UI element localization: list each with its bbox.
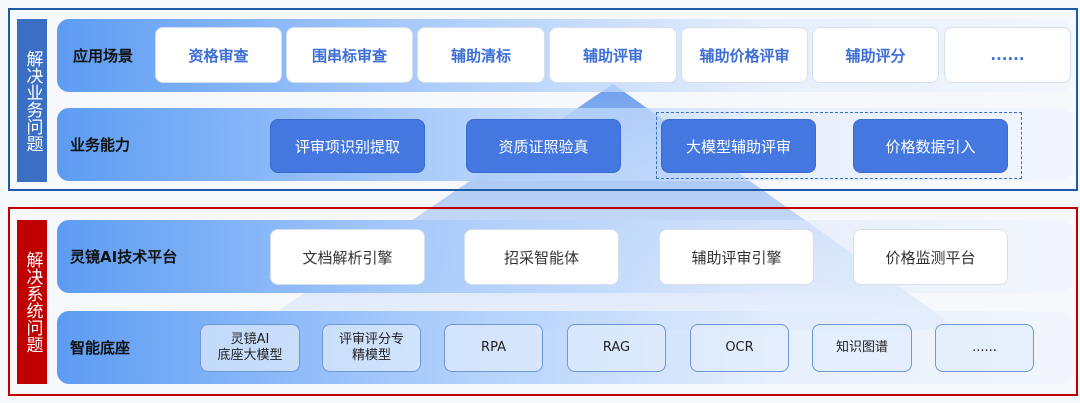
business-problems-frame	[8, 8, 1078, 191]
row-label: 业务能力	[70, 136, 131, 154]
capability-item[interactable]: 资质证照验真	[466, 119, 621, 173]
base-item[interactable]: OCR	[690, 324, 789, 372]
scenario-item[interactable]: 辅助评分	[812, 27, 939, 83]
base-item[interactable]: RAG	[567, 324, 666, 372]
system-problems-frame	[8, 207, 1078, 396]
scenario-item[interactable]: 辅助价格评审	[681, 27, 808, 83]
scenario-item[interactable]: ......	[944, 27, 1071, 83]
system-problems-label: 解决系统问题	[17, 220, 47, 384]
business-problems-label: 解决业务问题	[17, 19, 47, 182]
highlight-dashed-box	[656, 112, 1022, 179]
scenario-item[interactable]: 资格审查	[155, 27, 282, 83]
base-item[interactable]: RPA	[444, 324, 543, 372]
platform-item[interactable]: 文档解析引擎	[270, 229, 425, 285]
base-item[interactable]: 评审评分专 精模型	[322, 324, 421, 372]
row-label: 灵镜AI技术平台	[70, 248, 178, 266]
capability-item[interactable]: 价格数据引入	[853, 119, 1008, 173]
platform-item[interactable]: 招采智能体	[464, 229, 619, 285]
base-item[interactable]: ......	[935, 324, 1034, 372]
scenario-item[interactable]: 围串标审查	[286, 27, 413, 83]
capability-item[interactable]: 评审项识别提取	[270, 119, 425, 173]
capability-item[interactable]: 大模型辅助评审	[661, 119, 816, 173]
base-item[interactable]: 灵镜AI 底座大模型	[200, 324, 300, 372]
scenario-item[interactable]: 辅助评审	[549, 27, 677, 83]
row-label: 智能底座	[70, 339, 131, 357]
platform-item[interactable]: 辅助评审引擎	[659, 229, 814, 285]
row-label: 应用场景	[73, 47, 134, 65]
platform-item[interactable]: 价格监测平台	[853, 229, 1008, 285]
base-item[interactable]: 知识图谱	[812, 324, 912, 372]
scenario-item[interactable]: 辅助清标	[417, 27, 545, 83]
